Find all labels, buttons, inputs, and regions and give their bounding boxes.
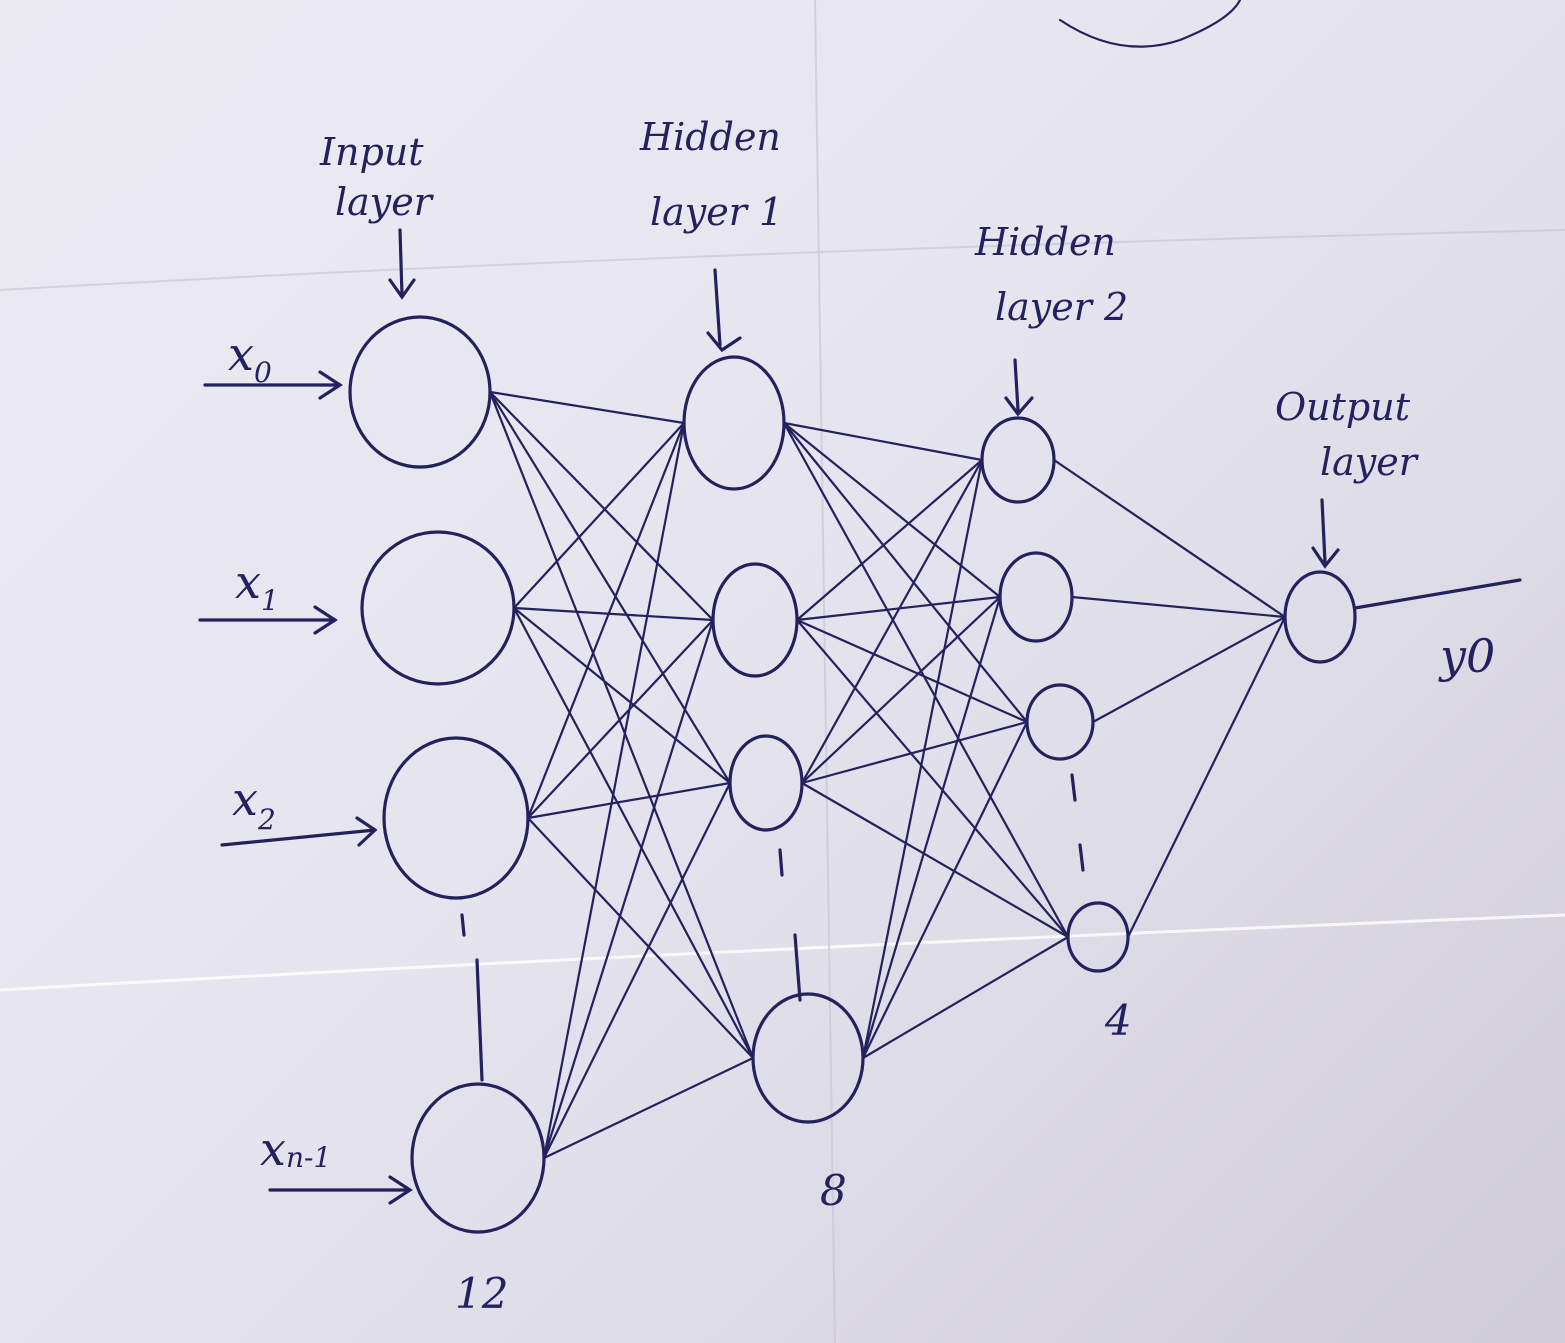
edge-hidden1-1-to-hidden2-3 <box>795 618 1070 939</box>
edge-hidden1-0-to-hidden2-2 <box>782 421 1029 724</box>
neuron-hidden1-1 <box>711 562 799 678</box>
edge-hidden2-3-to-output-0 <box>1126 615 1287 939</box>
edge-hidden1-2-to-hidden2-2 <box>800 720 1029 785</box>
edge-hidden2-2-to-output-0 <box>1091 615 1287 724</box>
edge-hidden1-0-to-hidden2-0 <box>782 421 984 462</box>
edge-input-1-to-hidden1-1 <box>512 606 715 622</box>
output-line <box>1353 578 1522 610</box>
edge-hidden1-3-to-hidden2-0 <box>861 458 984 1060</box>
edge-hidden2-1-to-output-0 <box>1070 595 1287 619</box>
edge-input-3-to-hidden1-0 <box>542 421 686 1160</box>
edge-hidden1-2-to-hidden2-1 <box>800 595 1002 785</box>
neuron-input-3 <box>410 1082 546 1234</box>
edge-hidden1-0-to-hidden2-1 <box>782 421 1002 599</box>
input-label-1: x1 <box>235 555 279 617</box>
edge-input-2-to-hidden1-3 <box>526 816 755 1060</box>
hidden2-count: 4 <box>1104 996 1132 1045</box>
hidden1-title: Hidden <box>639 115 781 159</box>
neuron-input-2 <box>382 736 530 900</box>
ellipsis-marks <box>460 773 1085 1082</box>
edge-input-2-to-hidden1-1 <box>526 618 715 820</box>
input-count: 12 <box>455 1269 508 1318</box>
neuron-hidden2-3 <box>1066 901 1130 973</box>
hidden1-subtitle: layer 1 <box>650 190 783 234</box>
edge-hidden1-3-to-hidden2-3 <box>861 935 1070 1060</box>
stray-scribble <box>1058 0 1242 48</box>
hidden2-subtitle: layer 2 <box>995 285 1128 329</box>
neuron-input-0 <box>348 315 492 469</box>
edge-input-2-to-hidden1-2 <box>526 781 732 820</box>
edge-input-2-to-hidden1-0 <box>526 421 686 820</box>
neuron-hidden1-2 <box>728 734 804 832</box>
neuron-hidden1-0 <box>682 355 786 491</box>
edge-hidden1-3-to-hidden2-2 <box>861 720 1029 1060</box>
edge-input-0-to-hidden1-2 <box>488 390 732 785</box>
neuron-hidden2-2 <box>1025 683 1095 761</box>
edge-input-0-to-hidden1-3 <box>488 390 755 1060</box>
paper-fold-horizontal <box>0 913 1565 992</box>
connections <box>488 390 1287 1160</box>
paper-fold-horizontal-2 <box>0 229 1565 291</box>
output-label: y0 <box>1438 629 1495 683</box>
output-layer-title: Output <box>1275 385 1411 429</box>
edge-input-3-to-hidden1-2 <box>542 781 732 1160</box>
edge-hidden1-2-to-hidden2-0 <box>800 458 984 785</box>
paper-fold-vertical <box>814 0 836 1343</box>
layer-pointer-arrows <box>388 228 1340 569</box>
input-layer-subtitle: layer <box>335 180 435 224</box>
neuron-input-1 <box>360 530 516 686</box>
edge-input-0-to-hidden1-1 <box>488 390 715 622</box>
neuron-hidden2-1 <box>998 551 1074 643</box>
edge-hidden1-0-to-hidden2-3 <box>782 421 1070 939</box>
input-label-n-1: xn-1 <box>260 1122 331 1176</box>
input-label-0: x0 <box>228 327 272 389</box>
input-arrows <box>198 370 413 1205</box>
input-layer-title: Input <box>319 130 424 174</box>
edge-input-3-to-hidden1-1 <box>542 618 715 1160</box>
neuron-hidden2-0 <box>980 416 1056 504</box>
edge-input-1-to-hidden1-3 <box>512 606 755 1060</box>
hidden1-count: 8 <box>820 1166 847 1215</box>
edge-hidden1-1-to-hidden2-2 <box>795 618 1029 724</box>
edge-hidden1-3-to-hidden2-1 <box>861 595 1002 1060</box>
neuron-hidden1-3 <box>751 992 865 1124</box>
edge-hidden1-1-to-hidden2-0 <box>795 458 984 622</box>
neuron-output-0 <box>1283 570 1357 664</box>
neurons <box>348 315 1357 1234</box>
output-layer-subtitle: layer <box>1320 440 1420 484</box>
input-label-2: x2 <box>232 772 276 836</box>
hidden2-title: Hidden <box>974 220 1116 264</box>
edge-input-1-to-hidden1-2 <box>512 606 732 785</box>
edge-input-0-to-hidden1-0 <box>488 390 686 425</box>
edge-input-1-to-hidden1-0 <box>512 421 686 610</box>
edge-hidden2-0-to-output-0 <box>1052 458 1287 619</box>
edge-hidden1-2-to-hidden2-3 <box>800 781 1070 939</box>
edge-input-3-to-hidden1-3 <box>542 1056 755 1160</box>
